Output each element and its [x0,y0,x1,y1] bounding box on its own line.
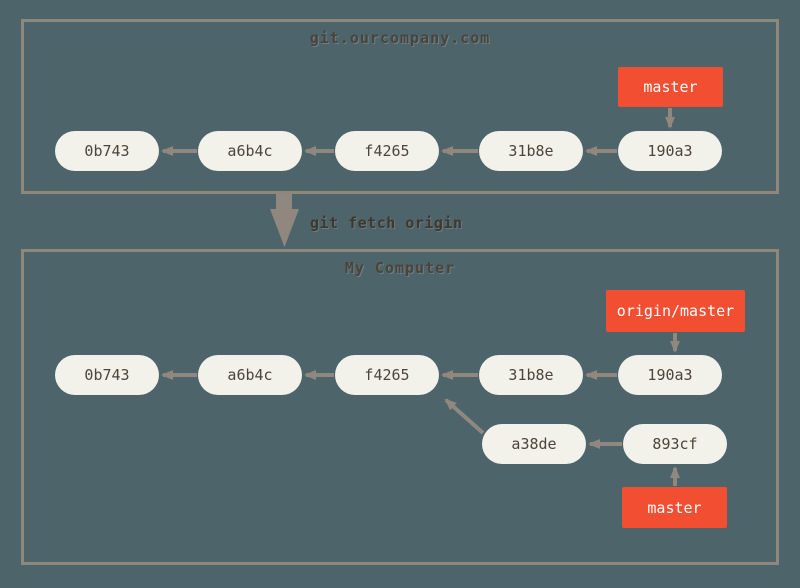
branch-label-origin-master: origin/master [606,290,745,332]
commit-node: 31b8e [479,131,583,171]
fetch-command-label: git fetch origin [310,214,463,232]
commit-node: 0b743 [55,131,159,171]
branch-label-master-local: master [622,487,727,528]
remote-server-title: git.ourcompany.com [309,29,491,47]
commit-node: f4265 [335,131,439,171]
commit-node: a6b4c [198,131,302,171]
branch-label-master-remote: master [618,67,723,107]
fetch-arrow [270,194,299,247]
commit-node: 0b743 [55,355,159,395]
remote-server-box: git.ourcompany.com [21,19,779,194]
commit-node: f4265 [335,355,439,395]
commit-node: 31b8e [479,355,583,395]
commit-node: 190a3 [618,355,722,395]
commit-node: 190a3 [618,131,722,171]
commit-node: a6b4c [198,355,302,395]
commit-node: 893cf [623,424,727,464]
commit-node: a38de [482,424,586,464]
local-computer-box: My Computer [21,249,779,565]
local-computer-title: My Computer [344,259,456,277]
